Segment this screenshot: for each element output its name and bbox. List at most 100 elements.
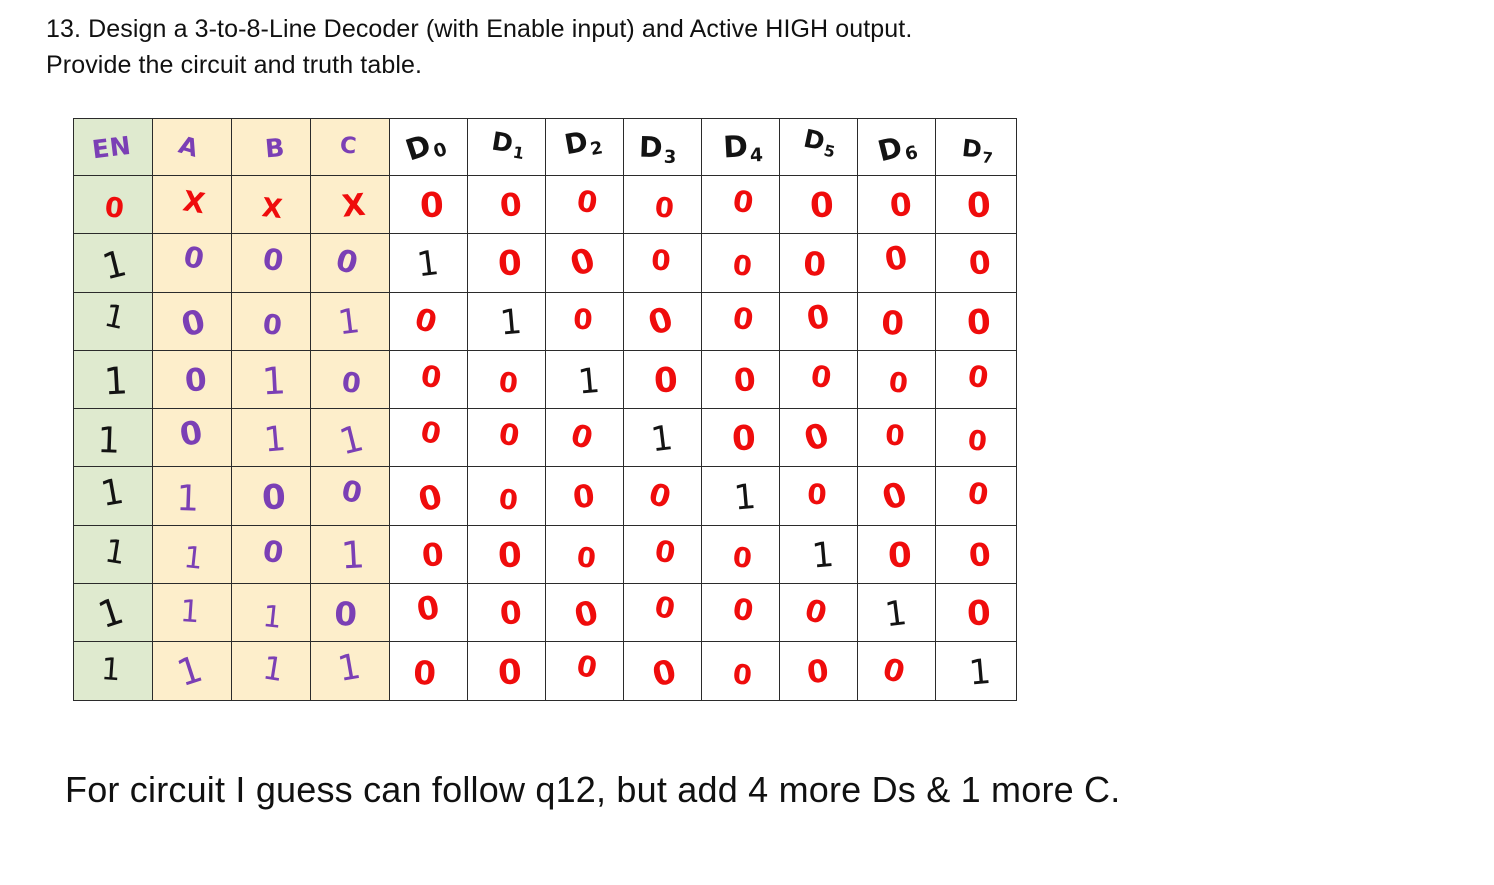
question-prompt: 13. Design a 3-to-8-Line Decoder (with E… (46, 15, 913, 79)
cell-output-d4: 0 (701, 524, 780, 585)
cell-output-d6: 0 (857, 174, 936, 235)
cell-value: 0 (575, 541, 598, 575)
column-header-d7: D7 (935, 118, 1017, 176)
cell-value: 0 (260, 533, 287, 571)
cell-value: 0 (731, 541, 754, 575)
cell-output-d6: 1 (857, 583, 936, 643)
cell-output-d0: 1 (389, 233, 468, 293)
header-subscript: 3 (663, 146, 678, 168)
cell-value: 0 (413, 589, 443, 630)
cell-value: 0 (965, 475, 992, 513)
cell-input-b: 0 (231, 524, 311, 585)
header-label: EN (90, 130, 134, 165)
cell-input-b: 0 (231, 291, 311, 351)
cell-value: 0 (496, 417, 522, 454)
cell-value: 0 (260, 242, 287, 280)
cell-input-b: 1 (231, 408, 311, 468)
cell-input-a: 0 (152, 233, 232, 293)
cell-value: X (260, 192, 285, 225)
cell-value: 0 (571, 302, 594, 337)
cell-output-d5: 0 (779, 233, 858, 293)
cell-output-d2: 0 (545, 524, 624, 585)
cell-value: 0 (566, 417, 597, 458)
cell-input-b: X (231, 174, 311, 235)
header-subscript: 1 (511, 142, 527, 164)
cell-value: 0 (887, 366, 910, 401)
cell-output-d4: 0 (701, 408, 780, 468)
bottom-note: For circuit I guess can follow q12, but … (65, 769, 1121, 810)
cell-enable: 1 (73, 291, 153, 351)
cell-value: 0 (878, 651, 909, 691)
header-label: D6 (875, 130, 922, 169)
cell-output-d3: 0 (623, 466, 702, 526)
cell-output-d1: 0 (467, 408, 546, 468)
cell-value: 0 (808, 185, 835, 227)
cell-input-a: 0 (152, 349, 232, 410)
cell-value: 1 (96, 419, 121, 463)
cell-value: 1 (179, 592, 202, 631)
cell-value: 1 (182, 540, 205, 578)
header-label: B (264, 132, 287, 164)
column-header-d4: D4 (701, 118, 780, 176)
cell-value: 0 (332, 242, 362, 283)
cell-value: 0 (570, 477, 597, 516)
cell-value: 0 (420, 536, 446, 575)
cell-value: 0 (804, 652, 831, 691)
cell-output-d3: 0 (623, 349, 702, 410)
cell-output-d4: 0 (701, 349, 780, 410)
cell-value: 0 (261, 308, 284, 342)
column-header-c: C (310, 118, 390, 176)
cell-value: 0 (261, 477, 287, 518)
cell-output-d7: 0 (935, 583, 1017, 643)
cell-input-c: 1 (310, 408, 390, 468)
column-header-a: A (152, 118, 232, 176)
cell-output-d1: 0 (467, 641, 546, 701)
cell-output-d5: 0 (779, 408, 858, 468)
cell-value: 0 (177, 414, 206, 455)
cell-output-d0: 0 (389, 349, 468, 410)
cell-value: 0 (652, 533, 678, 571)
cell-output-d7: 0 (935, 291, 1017, 351)
cell-output-d1: 0 (467, 466, 546, 526)
cell-value: 0 (880, 304, 905, 343)
cell-value: 0 (414, 476, 446, 520)
column-header-d0: D0 (389, 118, 468, 176)
cell-value: 0 (417, 415, 444, 452)
cell-value: 0 (565, 240, 600, 286)
header-label: D2 (562, 125, 606, 161)
cell-output-d1: 0 (467, 233, 546, 293)
cell-value: 0 (338, 473, 366, 511)
cell-output-d6: 0 (857, 466, 936, 526)
cell-output-d3: 1 (623, 408, 702, 468)
cell-value: 1 (882, 592, 909, 636)
cell-output-d3: 0 (623, 641, 702, 701)
cell-output-d5: 1 (779, 524, 858, 585)
cell-output-d2: 0 (545, 641, 624, 701)
cell-input-c: 1 (310, 291, 390, 351)
cell-output-d1: 0 (467, 349, 546, 410)
cell-output-d7: 0 (935, 524, 1017, 585)
cell-value: 0 (966, 185, 992, 227)
cell-value: 0 (881, 239, 911, 280)
cell-output-d6: 0 (857, 349, 936, 410)
cell-output-d5: 0 (779, 291, 858, 351)
cell-value: 0 (651, 590, 678, 627)
cell-output-d3: 0 (623, 233, 702, 293)
cell-input-b: 1 (231, 349, 311, 410)
column-header-d3: D3 (623, 118, 702, 176)
cell-value: 0 (643, 299, 678, 344)
cell-value: 1 (335, 417, 368, 464)
column-header-en: EN (73, 118, 153, 176)
cell-input-c: 0 (310, 466, 390, 526)
cell-value: 0 (886, 535, 913, 577)
cell-output-d0: 0 (389, 408, 468, 468)
cell-value: 1 (261, 598, 284, 636)
cell-value: 0 (103, 191, 126, 226)
cell-output-d2: 0 (545, 291, 624, 351)
cell-value: 0 (808, 359, 834, 396)
cell-input-b: 0 (231, 466, 311, 526)
cell-value: 0 (183, 361, 209, 400)
cell-output-d2: 0 (545, 583, 624, 643)
